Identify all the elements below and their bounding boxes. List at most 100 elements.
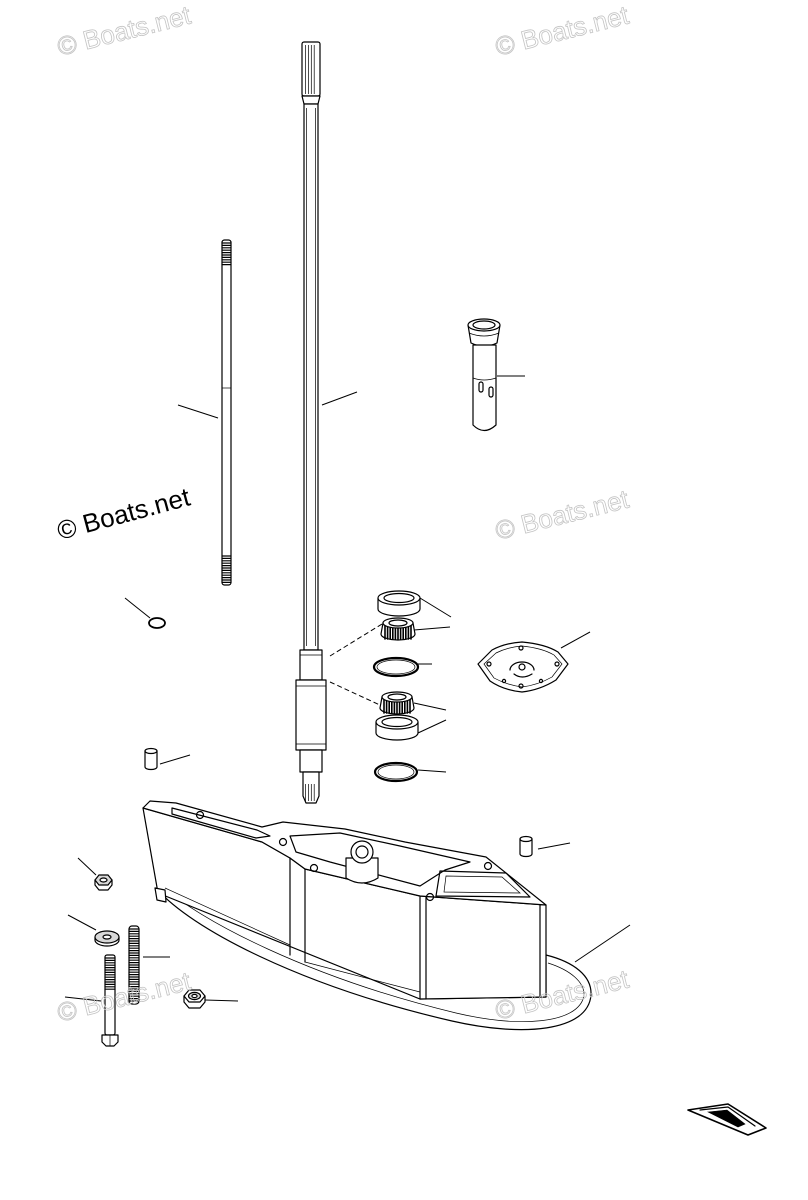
o-ring-inner [377,764,415,780]
driveshaft-housing [142,800,631,1031]
bearing-race-upper [377,590,452,618]
washer-hole [102,934,112,940]
dowel-pin-body [519,838,533,858]
water-tube-body [472,344,497,432]
housing-pocket-left [171,807,271,839]
water-tube [467,318,525,432]
tapered-roller-bearing-lower [379,691,447,715]
spline-shoulder [301,95,321,105]
gasket-center-hole [518,663,526,671]
leader-line-shift-rod [177,404,219,419]
o-ring-outer [373,761,419,783]
shift-rod-body [221,239,232,586]
housing-base-plate [155,887,592,1031]
dowel-pin-top [519,835,533,843]
lock-nut [183,989,239,1009]
gasket-bolt-hole [518,645,524,651]
watermark-text: © Boats.net [54,0,194,62]
housing-bolt-hole [309,863,319,873]
drive-shaft-bearing-journal [295,679,327,751]
leader-line-drive-shaft [321,391,358,406]
dowel-pin-right [519,835,571,858]
housing-boss-channel [345,857,379,884]
gasket-bolt-hole [518,683,524,689]
flat-washer [67,914,120,947]
tapered-roller-bearing-upper [380,617,451,641]
water-tube-slot [488,386,494,398]
water-tube-slot [478,381,484,393]
nut-bore [99,877,108,883]
retaining-ring-body [148,617,166,629]
housing-bolt-hole [483,861,493,871]
grommet-band [468,332,500,337]
gasket-outline [477,641,569,693]
o-ring-lower [373,761,447,783]
housing-ribs [164,887,421,993]
leader-line-housing [574,924,631,963]
leader-line-o-ring-lower [417,769,447,773]
copyright-label: © Boats.net [54,481,194,545]
retaining-ring [124,597,166,629]
hex-nut-small [77,857,113,891]
leader-line-dowel-right [537,842,571,850]
housing-boss-bore [355,845,369,859]
bearing-race-lower [375,714,447,741]
housing-pocket-right-inner [443,875,521,894]
shift-rod-upper-threads [221,242,232,266]
o-ring-upper [372,656,432,678]
gasket-bolt-hole [501,678,507,684]
journal-edges [296,685,326,745]
assembly-line-lower [329,681,383,707]
housing-boss [350,840,374,864]
leader-line-race-upper [419,597,452,618]
housing-seams [289,857,541,1000]
leader-line-hex-nut-small [77,857,97,876]
race-bore [383,592,415,604]
bearing-bore [387,693,407,701]
dowel-pin-body [144,750,158,771]
hex-bolt [64,954,119,1047]
gasket-crescent [513,673,533,678]
watermark-text: © Boats.net [54,966,194,1028]
gasket-inner-edge [483,645,563,688]
drive-shaft-lower-step [299,749,323,773]
shift-rod-lower-threads [221,555,232,583]
leader-line-bolt [64,996,102,1002]
grommet-bore [472,320,496,330]
leader-line-dowel-left [159,754,191,765]
gasket-bolt-hole [486,661,492,667]
drive-shaft-highlight [306,108,316,646]
base-plate-edge [159,883,585,1022]
dowel-pin-top [144,747,158,755]
housing-pocket-right [435,870,531,898]
leader-line-retaining-ring [124,597,151,619]
threaded-stud [128,925,170,1005]
leader-line-gasket [560,631,591,649]
housing-tab [154,887,167,903]
leader-line-washer [67,914,97,931]
boats-net-logo-icon [687,1103,767,1136]
watermark-text: © Boats.net [492,484,632,546]
leader-line-race-lower [417,719,447,734]
spline-grooves [305,45,315,94]
shift-rod [177,239,232,586]
bearing-rollers [383,699,411,714]
leader-line-lock-nut [204,999,239,1002]
o-ring-outer [372,656,420,678]
bearing-rollers [384,625,412,640]
housing-bolt-hole [195,810,205,820]
logo-stripe [699,1106,756,1127]
gasket-bolt-hole [554,661,560,667]
leader-line-bearing-upper [413,626,451,631]
housing-bolt-hole [278,837,288,847]
housing-pocket-center [289,832,471,887]
drive-shaft [295,41,358,804]
o-ring-inner [376,659,416,675]
stud-threads [128,928,140,1002]
race-bore [381,716,413,728]
bearing-bore [388,619,408,627]
leader-line-bearing-lower [413,702,447,711]
dowel-pin-left [144,747,191,771]
gasket-bolt-hole [538,678,544,684]
